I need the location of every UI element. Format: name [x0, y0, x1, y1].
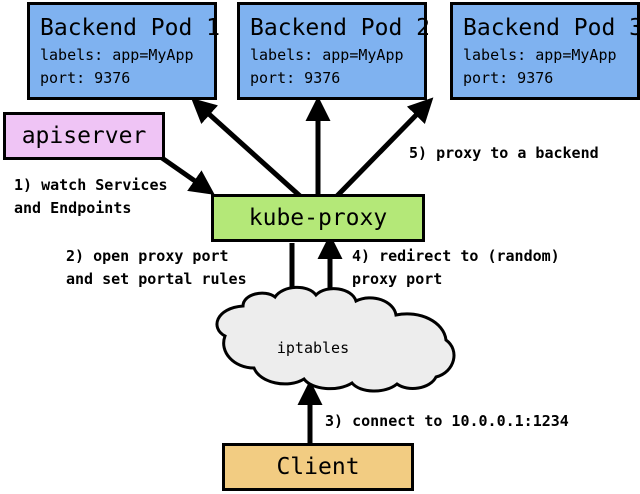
- edge-label-step-2: 2) open proxy port and set portal rules: [66, 245, 247, 291]
- pod-3-title: Backend Pod 3: [463, 15, 640, 41]
- pod-2-labels: labels: app=MyApp: [250, 46, 404, 64]
- node-client: Client: [222, 443, 414, 491]
- node-backend-pod-2: Backend Pod 2 labels: app=MyApp port: 93…: [237, 2, 431, 100]
- node-apiserver: apiserver: [3, 112, 165, 160]
- step-1-line-2: and Endpoints: [14, 199, 132, 217]
- apiserver-label: apiserver: [21, 123, 147, 149]
- iptables-cloud-shape: [215, 285, 456, 393]
- client-label: Client: [276, 454, 360, 480]
- step-4-line-2: proxy port: [352, 270, 443, 288]
- edge-label-step-3: 3) connect to 10.0.0.1:1234: [325, 410, 569, 433]
- pod-2-title: Backend Pod 2: [250, 15, 431, 41]
- pod-3-port: port: 9376: [463, 69, 554, 87]
- step-2-line-1: 2) open proxy port: [66, 247, 229, 265]
- step-1-line-1: 1) watch Services: [14, 176, 168, 194]
- pod-3-labels: labels: app=MyApp: [463, 46, 617, 64]
- edge-apiserver-to-kubeproxy: [160, 155, 215, 195]
- iptables-label: iptables: [276, 339, 350, 357]
- pod-1-labels: labels: app=MyApp: [40, 46, 194, 64]
- node-kube-proxy: kube-proxy: [211, 194, 425, 242]
- edge-kubeproxy-to-pod3: [335, 97, 434, 198]
- step-4-line-1: 4) redirect to (random): [352, 247, 560, 265]
- edge-label-step-4: 4) redirect to (random) proxy port: [352, 245, 560, 291]
- step-3-line-1: 3) connect to 10.0.0.1:1234: [325, 412, 569, 430]
- node-backend-pod-3: Backend Pod 3 labels: app=MyApp port: 93…: [450, 2, 640, 100]
- edge-label-step-5: 5) proxy to a backend: [409, 142, 599, 165]
- kube-proxy-label: kube-proxy: [248, 205, 388, 231]
- node-backend-pod-1: Backend Pod 1 labels: app=MyApp port: 93…: [27, 2, 221, 100]
- pod-1-title: Backend Pod 1: [40, 15, 221, 41]
- step-2-line-2: and set portal rules: [66, 270, 247, 288]
- step-5-line-1: 5) proxy to a backend: [409, 144, 599, 162]
- edge-kubeproxy-to-pod1: [191, 97, 302, 198]
- pod-2-port: port: 9376: [250, 69, 341, 87]
- edge-label-step-1: 1) watch Services and Endpoints: [14, 174, 168, 220]
- pod-1-port: port: 9376: [40, 69, 131, 87]
